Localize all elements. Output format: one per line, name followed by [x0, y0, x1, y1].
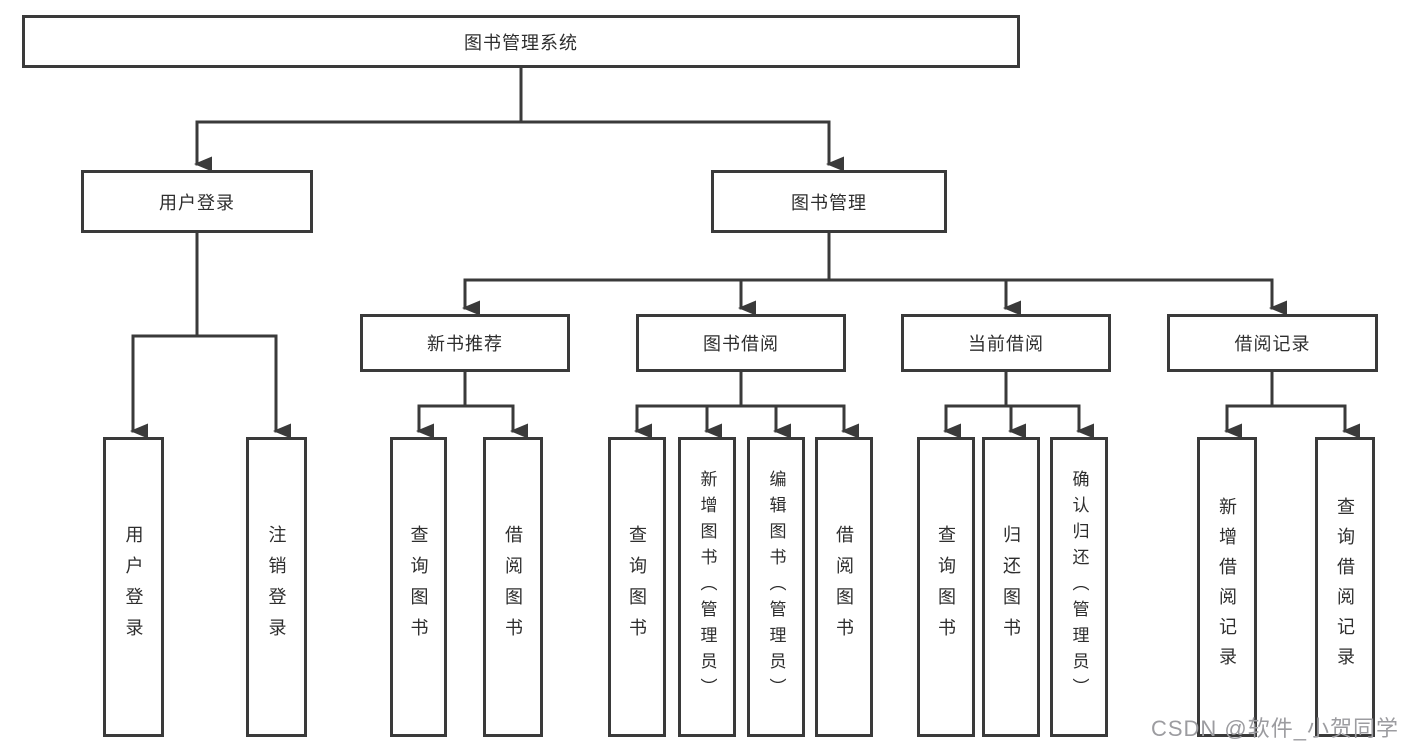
node-label: 查询图书	[936, 525, 956, 649]
node-label: 新增图书（管理员）	[697, 470, 717, 704]
node-label: 图书借阅	[703, 334, 779, 354]
leaf-borrow-books-recommend: 借阅图书	[483, 437, 543, 737]
node-label: 注销登录	[266, 525, 287, 649]
leaf-logout: 注销登录	[246, 437, 307, 737]
leaf-query-books-borrow: 查询图书	[608, 437, 666, 737]
node-label: 用户登录	[159, 192, 235, 213]
node-book-borrow: 图书借阅	[636, 314, 846, 372]
node-book-management: 图书管理	[711, 170, 947, 233]
leaf-query-books-recommend: 查询图书	[390, 437, 447, 737]
leaf-user-login: 用户登录	[103, 437, 164, 737]
node-borrow-record: 借阅记录	[1167, 314, 1378, 372]
node-library-management-system: 图书管理系统	[22, 15, 1020, 68]
node-label: 归还图书	[1001, 525, 1021, 649]
leaf-confirm-return-admin: 确认归还（管理员）	[1050, 437, 1108, 737]
node-label: 编辑图书（管理员）	[766, 470, 786, 704]
node-label: 查询借阅记录	[1335, 497, 1355, 677]
node-label: 借阅记录	[1234, 334, 1311, 354]
leaf-query-books-current: 查询图书	[917, 437, 975, 737]
leaf-add-books-admin: 新增图书（管理员）	[678, 437, 736, 737]
leaf-return-books: 归还图书	[982, 437, 1040, 737]
node-label: 图书管理系统	[464, 32, 578, 53]
leaf-borrow-books: 借阅图书	[815, 437, 873, 737]
leaf-edit-books-admin: 编辑图书（管理员）	[747, 437, 805, 737]
leaf-query-borrow-record: 查询借阅记录	[1315, 437, 1375, 737]
node-label: 新书推荐	[427, 334, 503, 354]
node-label: 图书管理	[791, 192, 867, 213]
node-label: 用户登录	[123, 525, 144, 649]
node-label: 查询图书	[627, 525, 647, 649]
node-label: 确认归还（管理员）	[1069, 470, 1089, 704]
node-label: 新增借阅记录	[1217, 497, 1237, 677]
node-user-login: 用户登录	[81, 170, 313, 233]
node-new-book-recommend: 新书推荐	[360, 314, 570, 372]
node-label: 当前借阅	[968, 334, 1044, 354]
node-label: 借阅图书	[503, 525, 523, 649]
watermark: CSDN @软件_小贺同学	[1150, 716, 1399, 741]
leaf-add-borrow-record: 新增借阅记录	[1197, 437, 1257, 737]
node-label: 查询图书	[408, 525, 429, 649]
node-label: 借阅图书	[834, 525, 854, 649]
node-current-borrow: 当前借阅	[901, 314, 1111, 372]
